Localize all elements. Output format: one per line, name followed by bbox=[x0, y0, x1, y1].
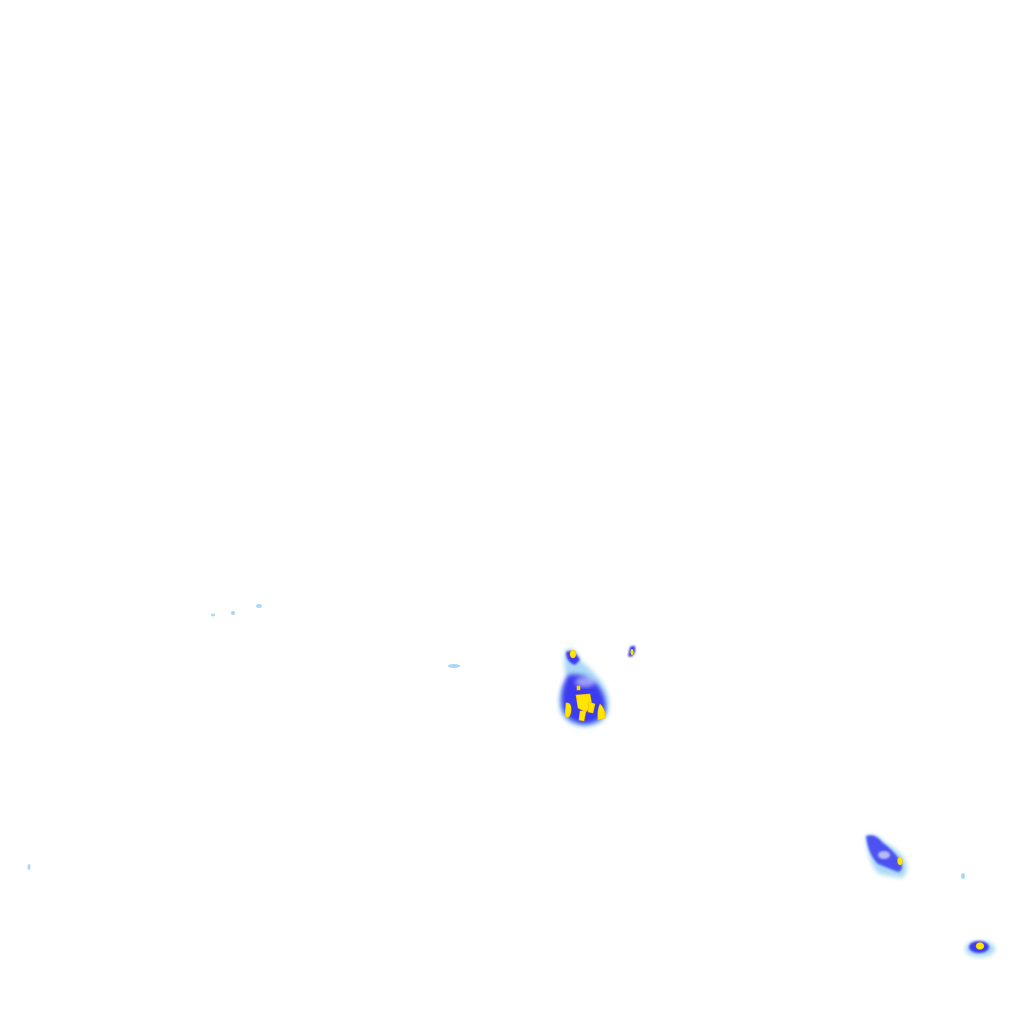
storm-cell-far-southeast bbox=[965, 941, 995, 957]
light-echo-specks bbox=[27, 604, 965, 879]
storm-cell-main bbox=[559, 645, 636, 727]
storm-cell-southeast bbox=[866, 834, 907, 878]
